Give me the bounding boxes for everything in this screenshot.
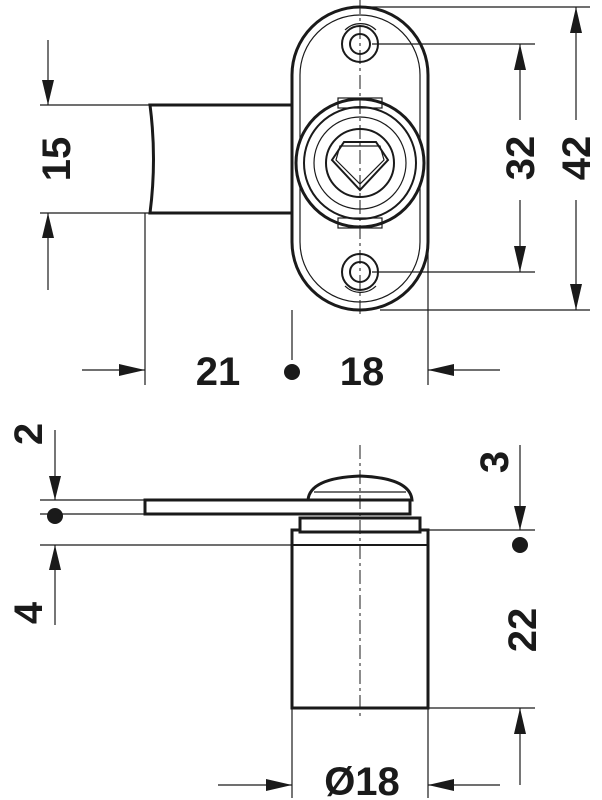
shaft — [148, 103, 294, 215]
key-profile — [330, 141, 390, 192]
top-view: 15 32 42 — [35, 0, 599, 394]
dim-22: 22 — [428, 608, 545, 785]
dim-label-3: 3 — [473, 451, 517, 473]
latch-bolt — [143, 498, 412, 516]
dim-label-22: 22 — [501, 608, 545, 653]
reference-dot — [47, 508, 63, 524]
dim-2: 2 — [7, 423, 150, 524]
reference-dot — [284, 364, 300, 380]
dim-label-21: 21 — [196, 350, 241, 394]
dim-3: 3 — [428, 445, 535, 553]
dim-label-18: 18 — [340, 350, 385, 394]
side-view: 2 4 3 22 — [7, 423, 545, 800]
dim-label-32: 32 — [499, 136, 543, 181]
dim-label-4: 4 — [7, 601, 51, 624]
dim-label-15: 15 — [35, 137, 79, 182]
dim-4: 4 — [7, 544, 292, 625]
dim-42: 42 — [360, 6, 599, 311]
dim-diameter-18: Ø18 — [218, 708, 500, 800]
dim-32: 32 — [372, 43, 543, 273]
dim-21-18: 21 18 — [82, 213, 500, 394]
dim-label-42: 42 — [555, 136, 599, 181]
dim-label-diameter-18: Ø18 — [324, 760, 400, 800]
dim-15: 15 — [35, 40, 150, 290]
dim-label-2: 2 — [7, 423, 51, 445]
reference-dot — [512, 537, 528, 553]
